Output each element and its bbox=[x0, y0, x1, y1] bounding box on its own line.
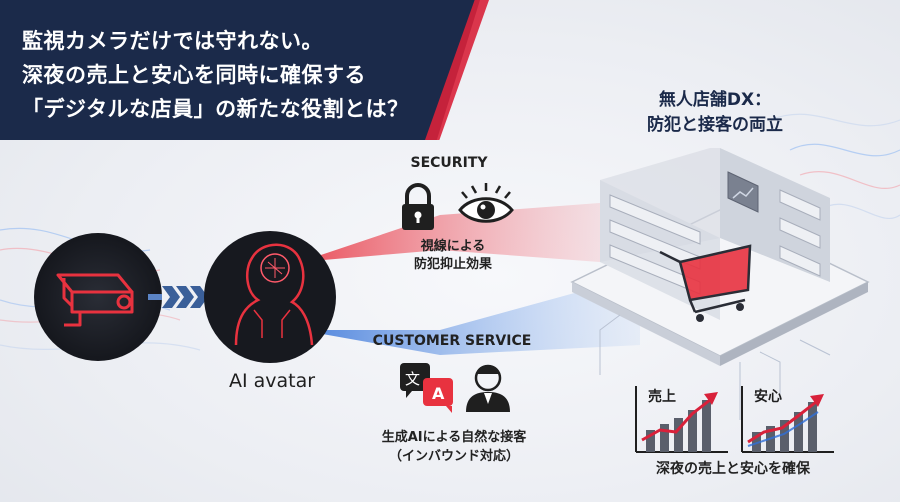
customer-service-title: CUSTOMER SERVICE bbox=[372, 333, 532, 349]
security-description-line-2: 防犯抑止効果 bbox=[413, 257, 492, 272]
customer-service-description: 生成AIによる自然な接客 （インバウンド対応） bbox=[374, 428, 534, 466]
camera-icon bbox=[34, 233, 162, 361]
headline-line-1: 監視カメラだけでは守れない。 bbox=[22, 29, 323, 53]
store-title-line-1: 無人店舗DX： bbox=[658, 90, 772, 110]
arrow-chevrons-icon bbox=[148, 286, 208, 308]
safety-chart bbox=[741, 386, 834, 453]
svg-text:A: A bbox=[432, 384, 445, 403]
headline-line-3: 「デジタルな店員」の新たな役割とは？ bbox=[22, 97, 409, 121]
ai-avatar-label: AI avatar bbox=[228, 370, 316, 392]
store-title-line-2: 防犯と接客の両立 bbox=[647, 115, 783, 135]
headline-banner bbox=[0, 0, 480, 140]
sales-chart-label: 売上 bbox=[648, 389, 676, 405]
person-icon bbox=[466, 364, 510, 412]
security-beam bbox=[300, 200, 640, 265]
customer-service-description-line-2: （インバウンド対応） bbox=[388, 449, 519, 464]
headline: 監視カメラだけでは守れない。 深夜の売上と安心を同時に確保する 「デジタルな店員… bbox=[22, 24, 409, 126]
bottom-caption: 深夜の売上と安心を確保 bbox=[656, 461, 810, 477]
sales-chart bbox=[635, 386, 728, 453]
customer-service-beam bbox=[300, 275, 640, 355]
flow-lines-right bbox=[769, 113, 900, 220]
eye-icon bbox=[458, 183, 514, 223]
headline-line-2: 深夜の売上と安心を同時に確保する bbox=[22, 63, 366, 87]
ai-avatar-icon bbox=[204, 231, 336, 363]
svg-text:文: 文 bbox=[405, 370, 420, 388]
store-title: 無人店舗DX： 防犯と接客の両立 bbox=[640, 88, 790, 138]
security-title: SECURITY bbox=[410, 155, 488, 171]
sales-chart-box: 売上 bbox=[636, 386, 744, 454]
customer-service-description-line-1: 生成AIによる自然な接客 bbox=[381, 430, 527, 445]
store-illustration bbox=[570, 148, 870, 420]
security-description-line-1: 視線による bbox=[420, 239, 486, 254]
security-description: 視線による 防犯抑止効果 bbox=[398, 238, 508, 274]
safety-chart-label: 安心 bbox=[754, 389, 782, 405]
safety-chart-box: 安心 bbox=[742, 386, 850, 454]
lock-icon bbox=[402, 183, 434, 230]
translate-icon: 文 A bbox=[400, 363, 453, 413]
